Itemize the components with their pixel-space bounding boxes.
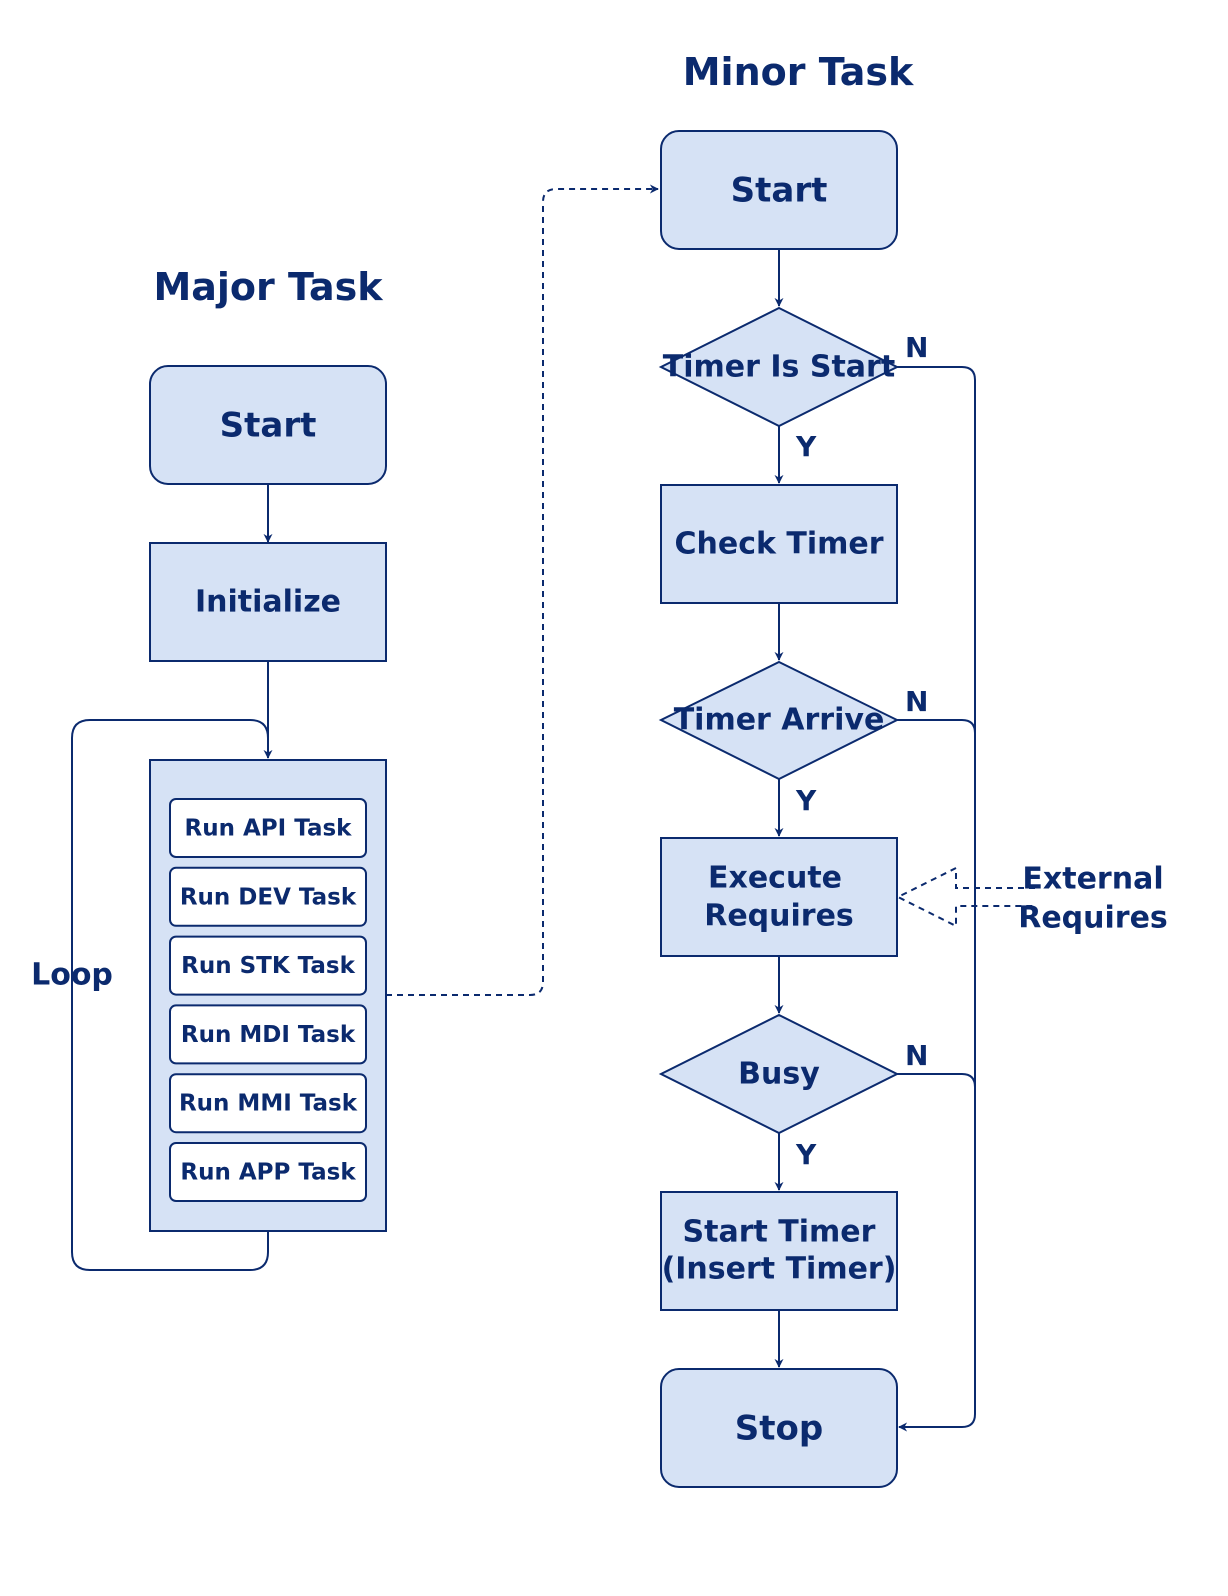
loop-label: Loop <box>31 958 113 993</box>
major-start-label: Start <box>220 406 317 446</box>
execute-label-line2: Requires <box>704 899 854 934</box>
external-label-line2: Requires <box>1018 901 1168 936</box>
execute-requires-node: Execute Requires <box>660 837 898 957</box>
timer-is-start-label: Timer Is Start <box>663 350 895 385</box>
yes-label-2: Y <box>795 784 817 817</box>
task-item-label: Run DEV Task <box>180 884 357 910</box>
stop-label: Stop <box>735 1409 823 1449</box>
task-item-box <box>169 1004 367 1065</box>
task-item-box <box>169 866 367 927</box>
no-label-1: N <box>905 331 928 364</box>
task-item-box <box>169 1073 367 1134</box>
task-item: Run APP Task <box>169 1142 367 1202</box>
major-task-title: Major Task <box>153 265 383 309</box>
task-item-label: Run API Task <box>185 816 353 842</box>
minor-start-node: Start <box>660 130 898 250</box>
initialize-label: Initialize <box>195 585 341 620</box>
task-item-box <box>169 1142 367 1202</box>
external-label-line1: External <box>1022 862 1163 897</box>
busy-decision: Busy <box>658 1013 900 1135</box>
yes-label-1: Y <box>795 430 817 463</box>
task-item-label: Run MDI Task <box>181 1022 356 1048</box>
timer-is-start-decision: Timer Is Start <box>658 306 900 428</box>
busy-label: Busy <box>738 1057 820 1092</box>
task-item-label: Run MMI Task <box>179 1091 358 1117</box>
start-timer-label-line2: (Insert Timer) <box>662 1252 897 1287</box>
task-item-label: Run STK Task <box>181 953 355 979</box>
task-item: Run STK Task <box>169 935 367 996</box>
task-item: Run API Task <box>169 798 367 858</box>
task-item: Run MMI Task <box>169 1073 367 1134</box>
major-start-node: Start <box>149 365 387 485</box>
initialize-node: Initialize <box>149 542 387 662</box>
edge-timer-arrive-no <box>897 719 976 734</box>
check-timer-label: Check Timer <box>674 527 883 562</box>
timer-arrive-label: Timer Arrive <box>674 703 885 738</box>
edge-tasks-minor-start <box>386 184 659 996</box>
minor-task-title: Minor Task <box>683 50 914 94</box>
yes-label-3: Y <box>795 1138 817 1171</box>
edge-no-branch <box>897 366 976 1432</box>
no-label-3: N <box>905 1039 928 1072</box>
task-item-box <box>169 935 367 996</box>
start-timer-label-line1: Start Timer <box>683 1215 876 1250</box>
edge-busy-no <box>897 1073 976 1088</box>
loop-edge <box>71 719 269 1271</box>
task-item-box <box>169 798 367 858</box>
external-requires-arrow <box>895 866 1035 928</box>
execute-label-line1: Execute <box>708 861 842 896</box>
timer-arrive-decision: Timer Arrive <box>658 660 900 781</box>
minor-start-label: Start <box>731 171 828 211</box>
start-timer-node: Start Timer (Insert Timer) <box>660 1191 898 1311</box>
task-item: Run DEV Task <box>169 866 367 927</box>
no-label-2: N <box>905 685 928 718</box>
task-item: Run MDI Task <box>169 1004 367 1065</box>
stop-node: Stop <box>660 1368 898 1488</box>
task-item-label: Run APP Task <box>180 1160 356 1186</box>
check-timer-node: Check Timer <box>660 484 898 604</box>
